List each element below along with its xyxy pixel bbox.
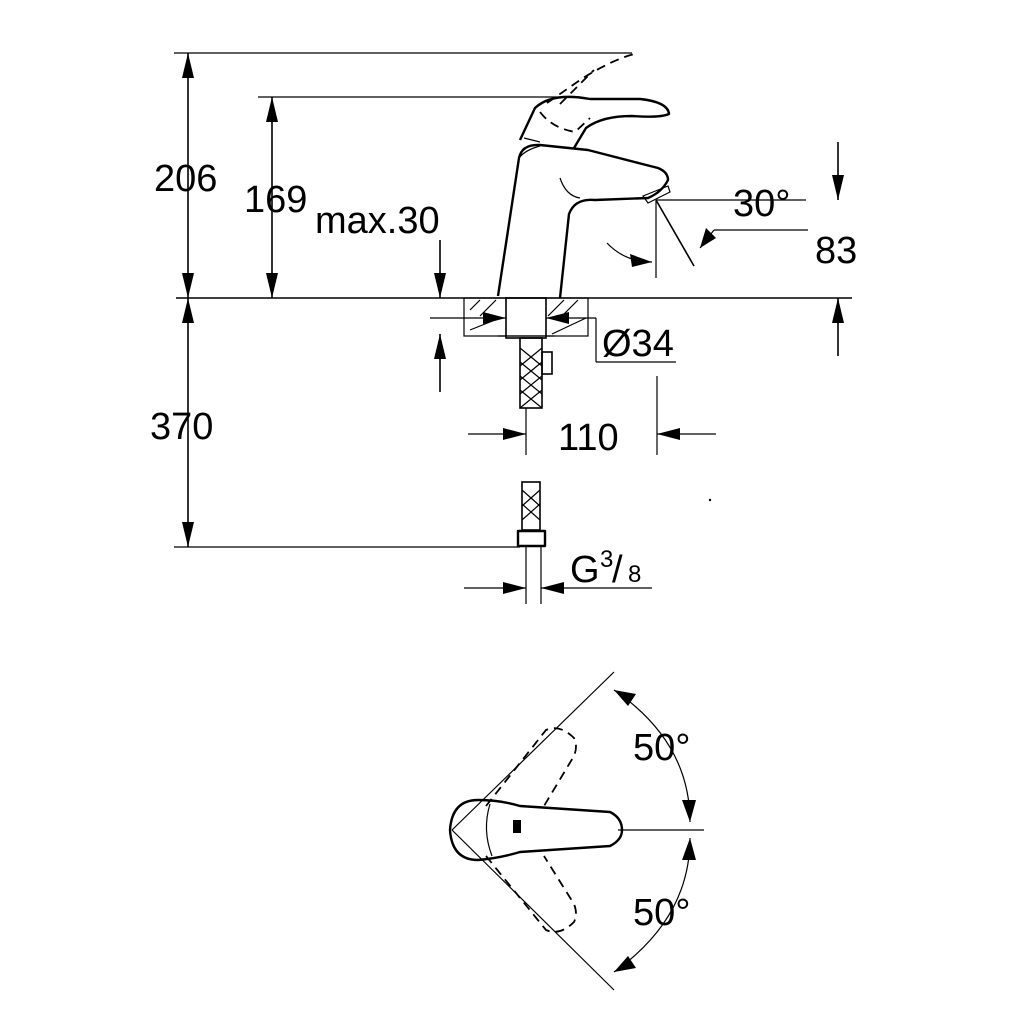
dim-83-label: 83 — [815, 230, 857, 272]
faucet-top-view-icon — [448, 727, 624, 933]
dim-110-label: 110 — [558, 417, 619, 459]
dim-g-slash: / — [612, 549, 623, 591]
dim-169-label: 169 — [244, 179, 307, 221]
deck-mounting — [463, 297, 589, 409]
dim-206-label: 206 — [154, 158, 217, 200]
dim-g-sup: 3 — [600, 546, 613, 573]
dim-d34-label: Ø34 — [602, 323, 674, 365]
dimension-110: 110 — [468, 376, 716, 459]
angle-30-label: 30° — [733, 183, 790, 225]
angle-50-bottom-label: 50° — [633, 892, 690, 934]
top-view: 50° 50° — [448, 671, 704, 991]
faucet-side-view-icon — [496, 53, 671, 299]
dim-g-sub: 8 — [628, 561, 641, 588]
angle-50-top-label: 50° — [633, 727, 690, 769]
dimension-max30: max.30 — [315, 200, 446, 392]
dimension-169: 169 — [244, 96, 568, 298]
dimension-370: 370 — [150, 298, 520, 548]
hose-connector — [516, 481, 547, 604]
side-view: 206 169 max.30 — [150, 52, 857, 604]
dimension-83: 83 — [815, 142, 857, 356]
dim-g-label: G — [570, 549, 600, 591]
angle-30: 30° — [606, 183, 808, 278]
dimension-206: 206 — [154, 52, 632, 298]
dimension-g38: G 3 / 8 — [464, 546, 652, 594]
dim-max30-label: max.30 — [315, 200, 440, 242]
dim-370-label: 370 — [150, 406, 213, 448]
dimension-diameter-34: Ø34 — [430, 312, 676, 365]
